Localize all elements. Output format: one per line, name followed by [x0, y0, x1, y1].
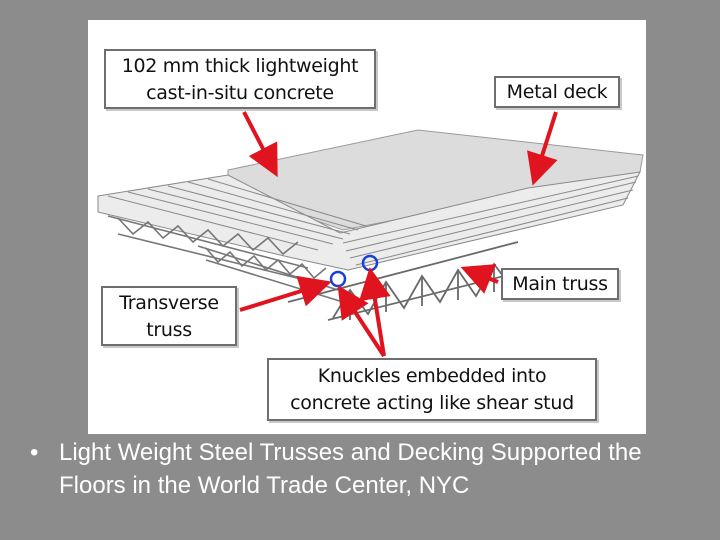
callout-metal-deck-label: Metal deck [506, 81, 608, 103]
callout-main-truss-label: Main truss [512, 273, 608, 295]
callout-knuckles-line-1: Knuckles embedded into [317, 365, 547, 387]
arrow-concrete [242, 111, 278, 178]
pointer-arrows [239, 111, 558, 358]
callout-main-truss: Main truss [501, 268, 619, 300]
knuckle-marker [329, 270, 347, 288]
arrow-knuckle-1 [337, 285, 386, 358]
arrow-knuckle-2 [359, 267, 391, 357]
callout-metal-deck: Metal deck [494, 76, 620, 108]
callout-knuckles-line-2: concrete acting like shear stud [290, 392, 574, 414]
arrow-main-truss [460, 264, 499, 294]
truss-illustration [97, 111, 644, 358]
bullet-icon: • [30, 439, 39, 466]
callout-concrete: 102 mm thick lightweight cast-in-situ co… [104, 49, 376, 109]
arrow-deck [527, 111, 558, 186]
caption-text: Light Weight Steel Trusses and Decking S… [59, 439, 642, 499]
transverse-truss [107, 215, 344, 303]
callout-transverse-line-1: Transverse [119, 292, 219, 314]
arrow-transverse [239, 275, 332, 312]
callout-concrete-line-2: cast-in-situ concrete [146, 82, 334, 104]
callout-concrete-line-1: 102 mm thick lightweight [121, 55, 359, 77]
truss-diagram: 102 mm thick lightweight cast-in-situ co… [88, 20, 646, 434]
metal-deck [97, 171, 641, 271]
callout-knuckles: Knuckles embedded into concrete acting l… [267, 358, 597, 421]
callout-transverse-line-2: truss [146, 319, 192, 341]
callout-transverse-truss: Transverse truss [101, 286, 237, 346]
